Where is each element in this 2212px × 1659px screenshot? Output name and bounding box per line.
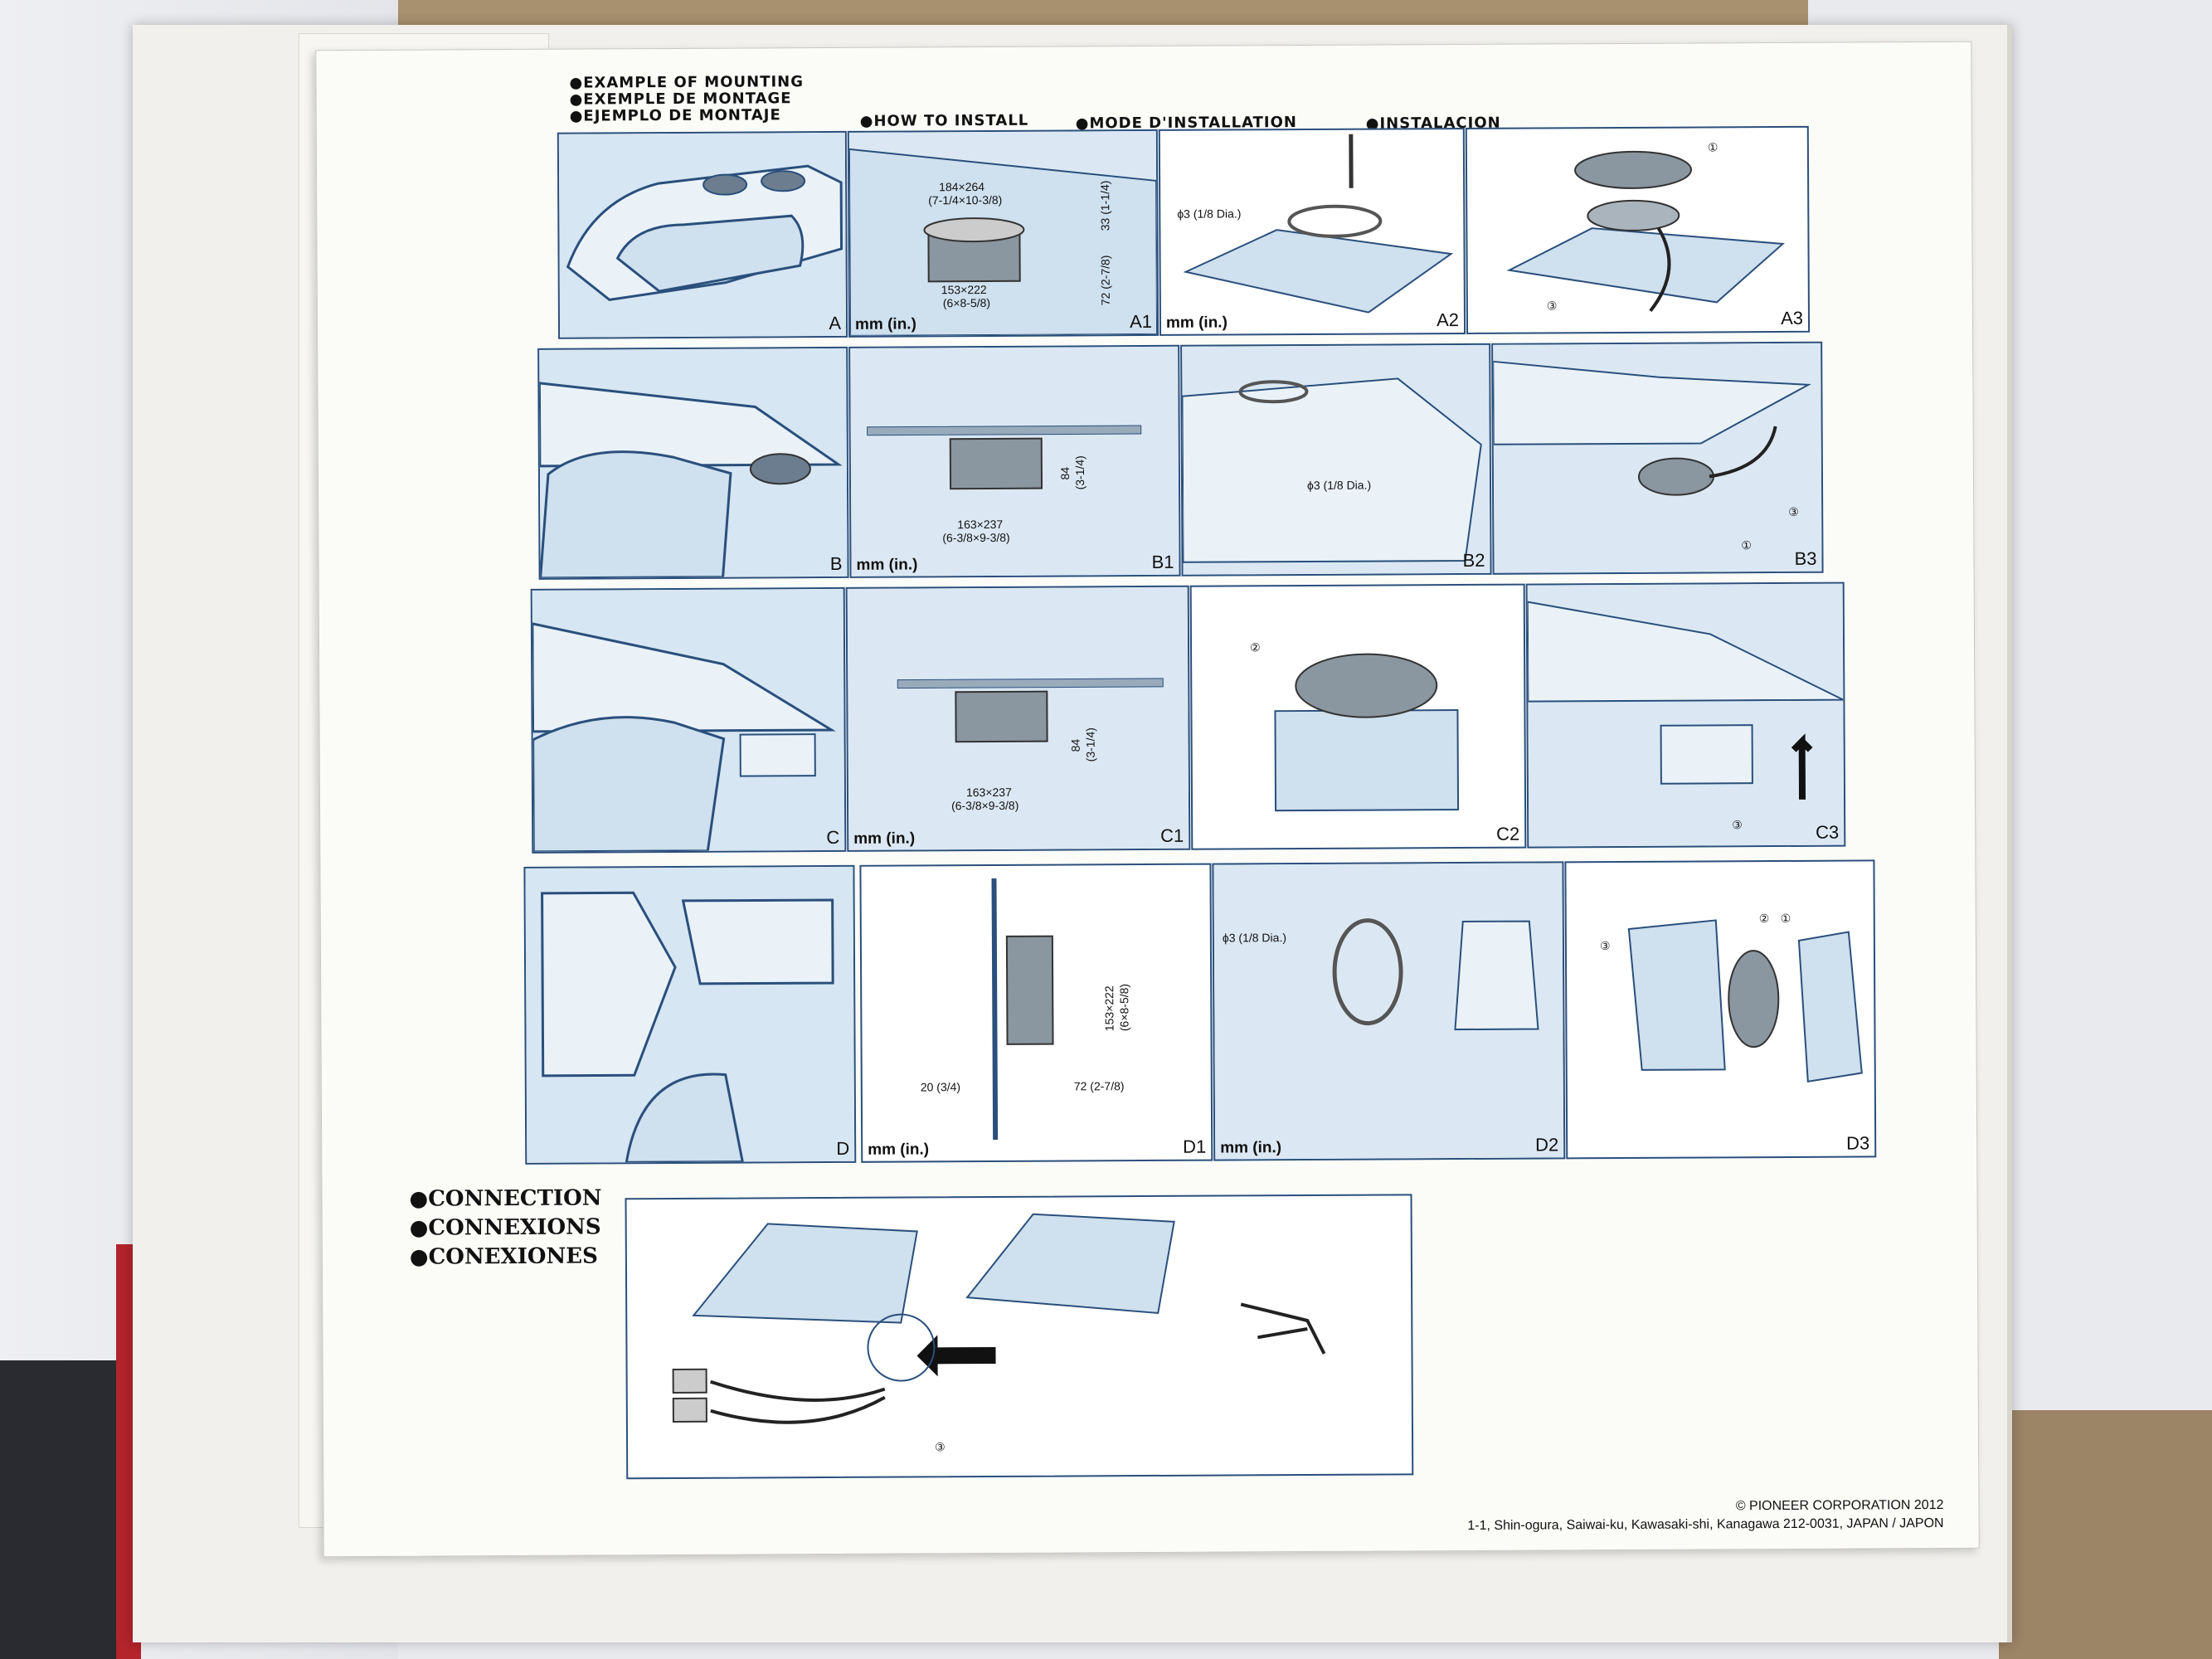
units-B1: mm (in.) (856, 556, 918, 574)
ref-A1: A1 (1129, 310, 1153, 333)
ref-D1: D1 (1183, 1136, 1207, 1157)
dim-b1-side: 84 (1057, 466, 1072, 480)
callout-2-d3: ② (1758, 912, 1770, 926)
door-drill-illustration (1213, 863, 1564, 1160)
callout-2-c2: ② (1250, 640, 1261, 654)
diagram-B1: 84 (3-1/4) 163×237 (6-3/8×9-3/8) mm (in.… (848, 344, 1181, 578)
dim-c1-side: 84 (1068, 738, 1082, 752)
diagram-C: C (530, 586, 847, 854)
cardboard-flap-right (1999, 1410, 2212, 1659)
connection-es: ●CONEXIONES (409, 1243, 598, 1270)
callout-1-d3: ① (1780, 911, 1791, 926)
wire-harness-illustration (672, 1213, 1326, 1424)
units-D2: mm (in.) (1220, 1139, 1282, 1157)
diagram-D: D (523, 864, 857, 1165)
diagram-A1: 184×264 (7-1/4×10-3/8) 153×222 (6×8-5/8)… (847, 129, 1159, 338)
car-seat-box-speaker-illustration (532, 588, 845, 852)
ref-C1: C1 (1160, 825, 1184, 846)
dim-b1-bottom: 163×237 (957, 517, 1004, 532)
diagram-B: B (537, 346, 849, 580)
dim-d1-right: 72 (2-7/8) (1073, 1079, 1125, 1093)
door-speaker-grille-illustration (1627, 919, 1863, 1082)
ref-D2: D2 (1534, 1134, 1559, 1155)
diagram-C1: 84 (3-1/4) 163×237 (6-3/8×9-3/8) mm (in.… (845, 585, 1191, 852)
dim-d2-hole: ϕ3 (1/8 Dia.) (1222, 931, 1287, 945)
box-speaker-screws-illustration (1274, 653, 1460, 812)
dim-c1-bottom: 163×237 (965, 785, 1012, 800)
callout-3-a3: ③ (1546, 299, 1558, 313)
connection-fr: ●CONNEXIONS (409, 1214, 601, 1241)
car-rear-deck-illustration (558, 132, 847, 338)
units-A1: mm (in.) (854, 315, 916, 333)
rear-deck-dimension-drawing (848, 130, 1158, 336)
dim-a1-right-top: 33 (1-1/4) (1098, 180, 1112, 231)
how-to-install-en: ●HOW TO INSTALL (859, 111, 1029, 130)
dim-c1-side-in: (3-1/4) (1083, 727, 1097, 762)
dim-a1-top-in: (7-1/4×10-3/8) (928, 192, 1003, 207)
callout-1-a3: ① (1707, 140, 1719, 154)
diagram-A3: ① ③ A3 (1465, 125, 1811, 334)
callout-3-d3: ③ (1599, 939, 1611, 953)
car-seat-rear-deck-illustration (539, 348, 848, 578)
ref-B: B (829, 552, 843, 574)
ref-C: C (826, 826, 840, 849)
callout-1-b3: ① (1741, 538, 1753, 552)
dim-b1-side-in: (3-1/4) (1072, 455, 1087, 490)
dim-b1-bottom-in: (6-3/8×9-3/8) (942, 530, 1010, 545)
ref-D: D (836, 1137, 850, 1159)
car-door-speaker-illustration (525, 866, 855, 1163)
ref-A3: A3 (1780, 307, 1804, 328)
mounting-example-en: ●EXAMPLE OF MOUNTING (569, 73, 805, 92)
units-A2: mm (in.) (1165, 314, 1228, 332)
diagram-B3: ③ ① B3 (1491, 341, 1824, 575)
callout-3-b3: ③ (1788, 504, 1799, 518)
footer-copyright: © PIONEER CORPORATION 2012 (1735, 1497, 1944, 1514)
ref-B1: B1 (1151, 551, 1174, 572)
callout-3-c3: ③ (1732, 818, 1743, 832)
rear-deck-side-dimension-drawing (850, 346, 1179, 577)
dim-d1-side: 153×222 (1102, 985, 1116, 1032)
diagram-D2: ϕ3 (1/8 Dia.) mm (in.) D2 (1212, 861, 1566, 1161)
diagram-A2: ϕ3 (1/8 Dia.) mm (in.) A2 (1158, 127, 1466, 336)
speaker-mount-screws-illustration (1506, 150, 1785, 313)
callout-3-connection: ③ (935, 1440, 946, 1454)
dim-a1-bottom-in: (6×8-5/8) (942, 295, 991, 310)
units-D1: mm (in.) (868, 1141, 930, 1159)
dim-a1-top: 184×264 (939, 180, 985, 194)
ref-A2: A2 (1436, 309, 1460, 331)
box-dimension-drawing (847, 586, 1189, 850)
diagram-B2: ϕ3 (1/8 Dia.) B2 (1180, 343, 1492, 577)
dim-c1-bottom-in: (6-3/8×9-3/8) (950, 798, 1019, 813)
ref-B3: B3 (1794, 547, 1817, 569)
dim-d1-side-in: (6×8-5/8) (1117, 983, 1131, 1032)
dim-b2-hole: ϕ3 (1/8 Dia.) (1306, 478, 1372, 492)
ref-C3: C3 (1816, 821, 1840, 843)
dim-a2-hole: ϕ3 (1/8 Dia.) (1177, 207, 1242, 221)
manual-sheet: ●EXAMPLE OF MOUNTING ●EXEMPLE DE MONTAGE… (315, 41, 1980, 1558)
mounting-example-es: ●EJEMPLO DE MONTAJE (569, 106, 781, 125)
dark-object-corner (0, 1360, 124, 1659)
units-C1: mm (in.) (853, 830, 916, 848)
ref-B2: B2 (1462, 549, 1485, 572)
dim-d1-left: 20 (3/4) (920, 1080, 961, 1094)
dim-a1-right: 72 (2-7/8) (1098, 255, 1112, 306)
ref-D3: D3 (1845, 1132, 1870, 1154)
box-placement-arrow-illustration (1527, 583, 1845, 847)
deck-speaker-screws-illustration (1493, 343, 1822, 573)
diagram-D3: ② ① ③ D3 (1564, 859, 1877, 1160)
connection-en: ●CONNECTION (409, 1185, 602, 1212)
drill-hole-illustration (1183, 134, 1454, 314)
mounting-example-fr: ●EXEMPLE DE MONTAGE (569, 90, 792, 109)
diagram-C3: ③ C3 (1525, 581, 1846, 849)
trunk-drill-illustration (1182, 344, 1490, 575)
footer-address: 1-1, Shin-ogura, Saiwai-ku, Kawasaki-shi… (1467, 1515, 1944, 1533)
diagram-D1: 153×222 (6×8-5/8) 20 (3/4) 72 (2-7/8) mm… (859, 863, 1213, 1163)
ref-A: A (829, 312, 842, 334)
diagram-A: A (557, 130, 848, 339)
door-depth-dimension-drawing (991, 878, 1054, 1140)
dim-a1-bottom: 153×222 (941, 283, 987, 297)
diagram-C2: ② C2 (1189, 583, 1527, 850)
ref-C2: C2 (1496, 823, 1520, 844)
connection-diagram: ③ (625, 1194, 1414, 1480)
